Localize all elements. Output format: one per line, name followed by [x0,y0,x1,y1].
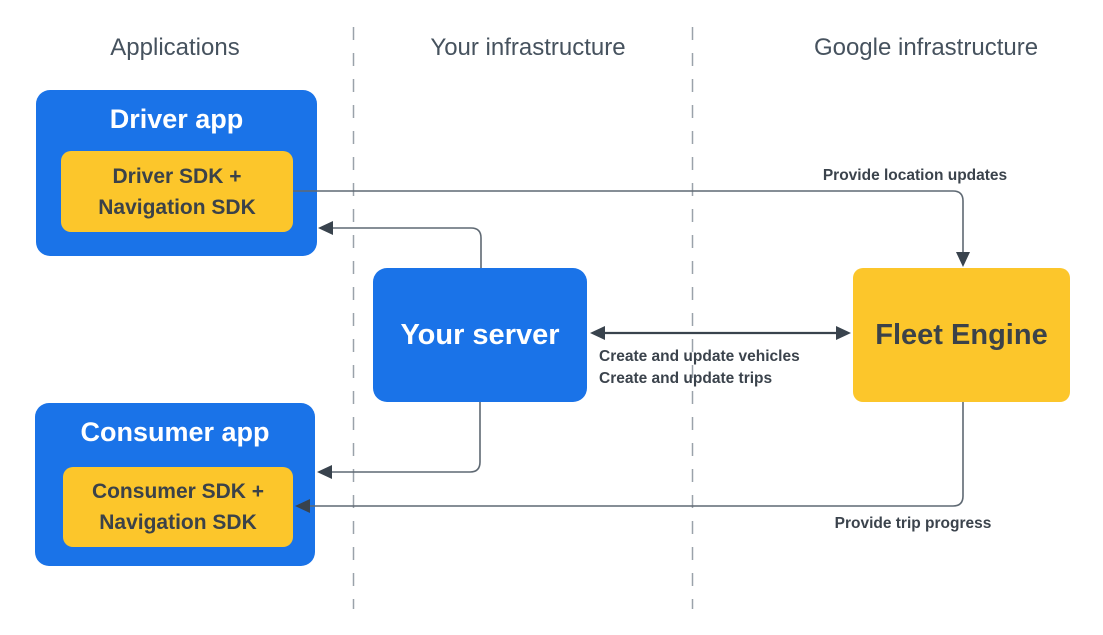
consumer-sdk-label-line1: Consumer SDK + [91,480,265,503]
driver-sdk-label-line2: Navigation SDK [98,195,256,219]
edge-label-trip-progress: Provide trip progress [834,515,992,532]
column-header-applications: Applications [110,34,240,61]
consumer-sdk-node: Consumer SDK + Navigation SDK [63,467,293,547]
edge-server-to-consumer-line [331,402,481,473]
fleet-engine-title: Fleet Engine [875,318,1048,351]
edge-label-trips-line: Create and update trips [599,370,773,387]
consumer-app-title: Consumer app [80,417,270,447]
consumer-sdk-label-line2: Navigation SDK [99,511,257,534]
driver-app-node: Driver app Driver SDK + Navigation SDK [36,90,317,256]
edge-vehicles-trips-left-arrowhead [590,326,605,340]
edge-label-vehicles-line: Create and update vehicles [599,348,800,365]
your-server-title: Your server [400,318,560,351]
edge-label-location-updates: Provide location updates [822,167,1008,184]
edge-server-to-driver-arrowhead [318,221,333,235]
edge-location-updates-arrowhead [956,252,970,267]
edge-trip-progress-line [309,402,964,507]
driver-sdk-node: Driver SDK + Navigation SDK [61,151,293,232]
fleet-engine-node: Fleet Engine [853,268,1070,402]
driver-app-title: Driver app [109,104,244,134]
your-server-node: Your server [373,268,587,402]
edge-server-to-consumer-arrowhead [317,465,332,479]
column-header-google-infrastructure: Google infrastructure [813,34,1039,61]
edge-vehicles-trips-right-arrowhead [836,326,851,340]
edge-label-vehicles-trips: Create and update vehicles Create and up… [599,346,800,390]
edge-server-to-driver-line [332,227,482,268]
column-header-your-infrastructure: Your infrastructure [430,34,626,61]
edge-location-updates-line [293,190,964,252]
driver-sdk-label-line1: Driver SDK + [112,164,242,188]
consumer-app-node: Consumer app Consumer SDK + Navigation S… [35,403,315,566]
